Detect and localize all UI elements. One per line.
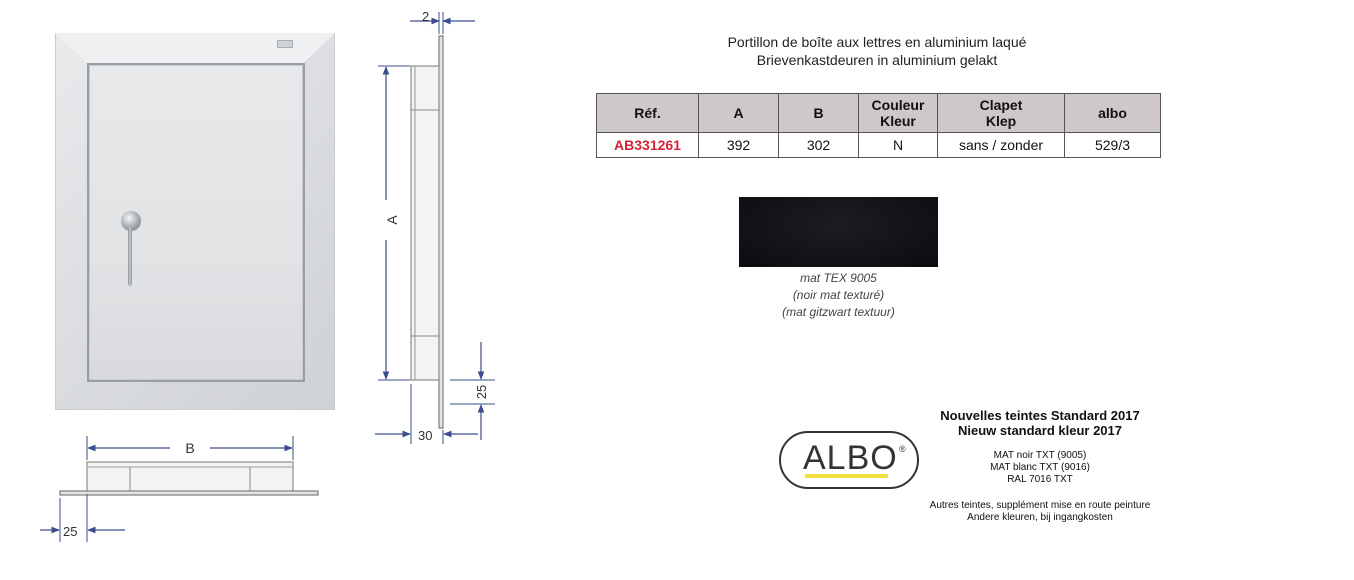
logo-text: ALBO bbox=[803, 439, 898, 477]
cell-color: N bbox=[858, 132, 938, 158]
dim-a-label: A bbox=[384, 215, 400, 225]
header-ref: Réf. bbox=[596, 93, 699, 133]
swatch-caption: mat TEX 9005 (noir mat texturé) (mat git… bbox=[739, 270, 938, 321]
lock-icon bbox=[121, 211, 141, 231]
product-photo bbox=[55, 33, 335, 410]
side-profile-drawing: 2 A 25 30 bbox=[375, 9, 495, 444]
cell-ref: AB331261 bbox=[596, 132, 699, 158]
list-item: MAT blanc TXT (9016) bbox=[990, 462, 1090, 473]
cell-b: 302 bbox=[778, 132, 859, 158]
door-panel bbox=[87, 63, 305, 382]
standard-color-list: MAT noir TXT (9005) MAT blanc TXT (9016)… bbox=[918, 450, 1162, 486]
standard-colors: Nouvelles teintes Standard 2017 Nieuw st… bbox=[918, 408, 1162, 524]
table-row: AB331261 392 302 N sans / zonder 529/3 bbox=[596, 132, 1161, 158]
cell-flap: sans / zonder bbox=[937, 132, 1065, 158]
title-fr: Portillon de boîte aux lettres en alumin… bbox=[727, 34, 1027, 50]
albo-logo: ALBO ® bbox=[779, 431, 919, 489]
logo-accent-bar bbox=[805, 474, 888, 478]
dim-b-label: B bbox=[185, 440, 194, 456]
product-title: Portillon de boîte aux lettres en alumin… bbox=[596, 33, 1158, 69]
dim-bottom-label: 25 bbox=[474, 385, 489, 399]
standard-title-fr: Nouvelles teintes Standard 2017 bbox=[940, 408, 1140, 423]
color-swatch bbox=[739, 197, 938, 267]
header-b: B bbox=[778, 93, 859, 133]
label-plate bbox=[277, 40, 293, 48]
title-nl: Brievenkastdeuren in aluminium gelakt bbox=[756, 52, 998, 68]
key-icon bbox=[128, 226, 132, 286]
other-colors-note: Autres teintes, supplément mise en route… bbox=[918, 500, 1162, 524]
registered-mark: ® bbox=[899, 444, 906, 454]
other-colors-fr: Autres teintes, supplément mise en route… bbox=[929, 500, 1151, 511]
swatch-name: mat TEX 9005 bbox=[800, 271, 877, 285]
list-item: RAL 7016 TXT bbox=[1007, 474, 1073, 485]
header-albo: albo bbox=[1064, 93, 1161, 133]
header-a: A bbox=[698, 93, 779, 133]
standard-title-nl: Nieuw standard kleur 2017 bbox=[957, 423, 1122, 438]
other-colors-nl: Andere kleuren, bij ingangkosten bbox=[967, 512, 1113, 523]
cell-albo: 529/3 bbox=[1064, 132, 1161, 158]
swatch-desc-fr: (noir mat texturé) bbox=[792, 288, 885, 302]
door-frame bbox=[55, 33, 335, 65]
bottom-profile-drawing: B 25 bbox=[40, 436, 319, 542]
swatch-desc-nl: (mat gitzwart textuur) bbox=[782, 305, 895, 319]
list-item: MAT noir TXT (9005) bbox=[993, 450, 1087, 461]
cell-a: 392 bbox=[698, 132, 779, 158]
dim-flange-label: 25 bbox=[63, 524, 77, 539]
dim-top-label: 2 bbox=[422, 9, 429, 24]
dim-depth-label: 30 bbox=[418, 428, 432, 443]
standard-title: Nouvelles teintes Standard 2017 Nieuw st… bbox=[918, 408, 1162, 438]
